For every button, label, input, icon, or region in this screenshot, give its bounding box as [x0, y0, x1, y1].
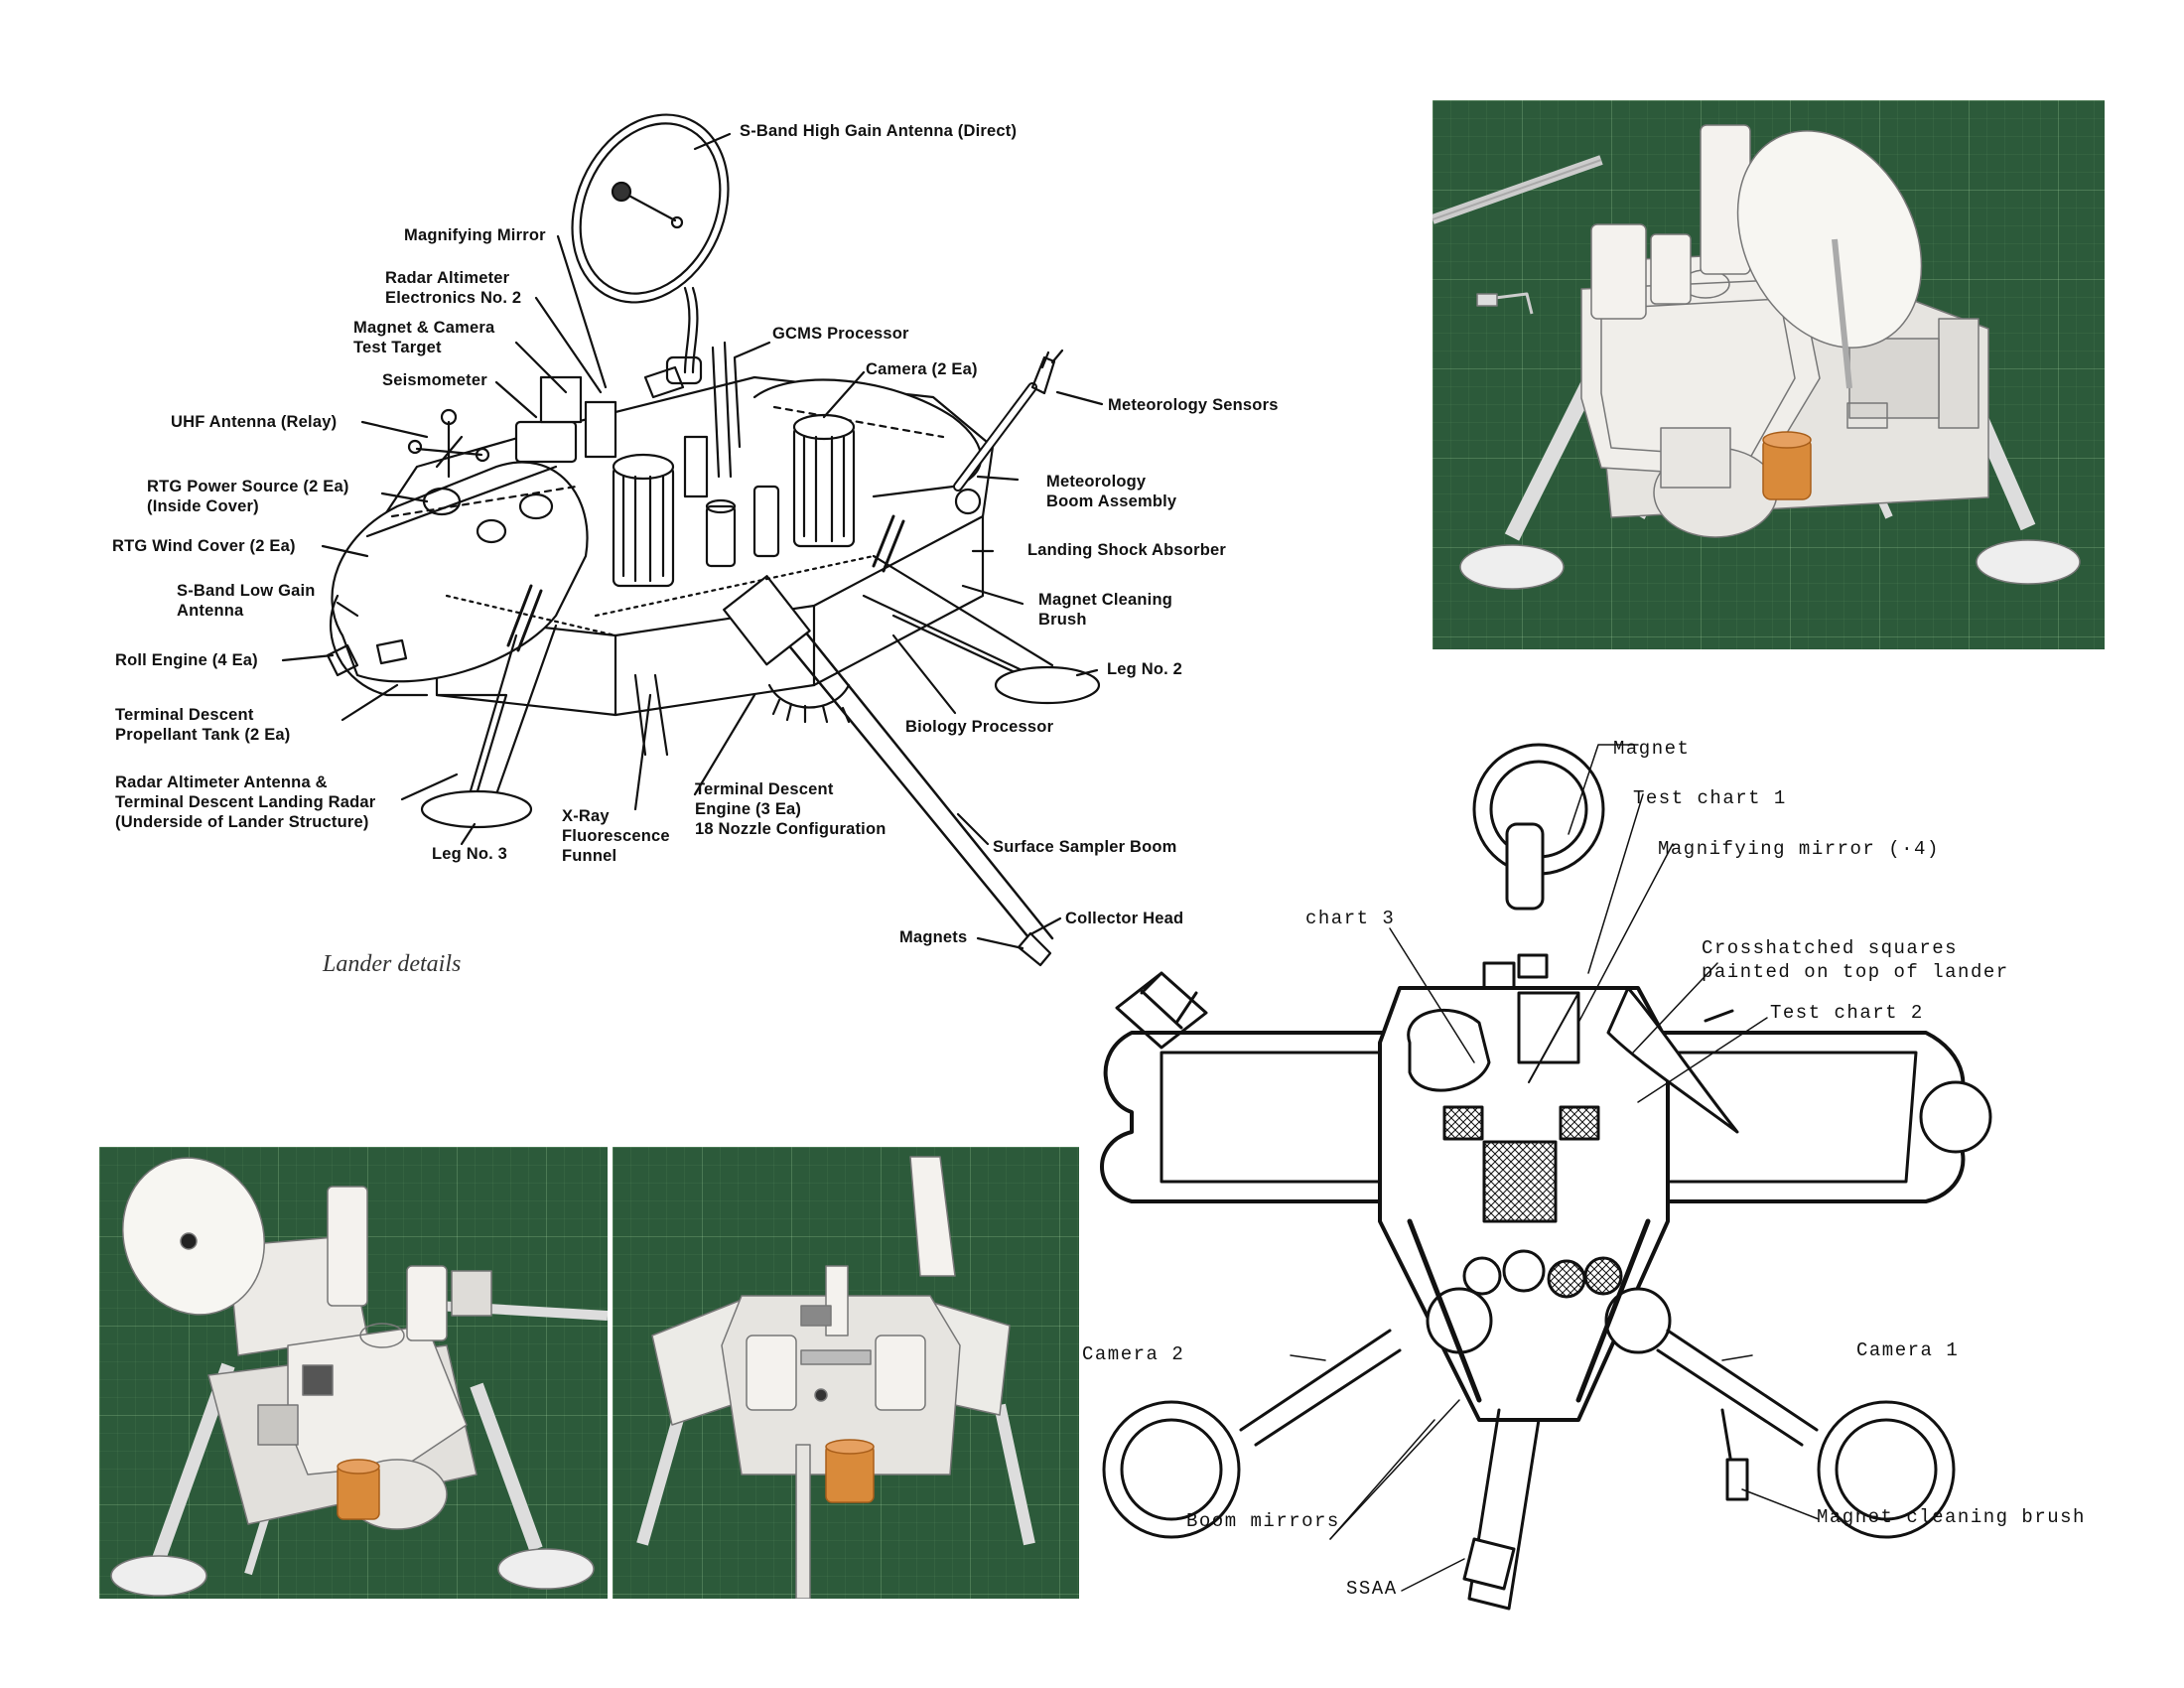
label-camera-1: Camera 1 [1856, 1339, 1960, 1361]
label-s-band-low-gain: S-Band Low Gain Antenna [177, 582, 316, 620]
label-landing-shock-absorber: Landing Shock Absorber [1027, 541, 1226, 559]
label-magnet-cleaning-brush: Magnet Cleaning Brush [1038, 591, 1173, 629]
lander-details-diagram: S-Band High Gain Antenna (Direct) Magnif… [0, 0, 1390, 993]
label-terminal-descent-engine: Terminal Descent Engine (3 Ea) 18 Nozzle… [695, 780, 887, 838]
label-chart-3: chart 3 [1305, 908, 1396, 929]
label-test-chart-2: Test chart 2 [1770, 1002, 1924, 1024]
label-magnifying-mirror-top: Magnifying mirror (·4) [1658, 838, 1940, 860]
label-gcms-processor: GCMS Processor [772, 325, 909, 343]
figure-caption: Lander details [323, 951, 462, 977]
model-photo-oblique-drawing [110, 1157, 608, 1597]
label-magnet-cleaning-brush-top: Magnet cleaning brush [1817, 1506, 2086, 1528]
label-leg-no-2: Leg No. 2 [1107, 660, 1183, 678]
lander-drawing [281, 113, 1104, 967]
label-radar-altimeter-antenna: Radar Altimeter Antenna & Terminal Desce… [115, 774, 376, 831]
label-ssaa: SSAA [1346, 1578, 1398, 1600]
label-crosshatched: Crosshatched squares painted on top of l… [1702, 937, 2009, 983]
label-s-band-high-gain: S-Band High Gain Antenna (Direct) [740, 122, 1018, 140]
label-boom-mirrors: Boom mirrors [1186, 1510, 1340, 1532]
label-uhf-antenna: UHF Antenna (Relay) [171, 413, 338, 431]
label-magnet: Magnet [1613, 738, 1691, 760]
label-surface-sampler-boom: Surface Sampler Boom [993, 838, 1177, 856]
label-rtg-wind-cover: RTG Wind Cover (2 Ea) [112, 537, 296, 555]
top-view-drawing [1100, 743, 1992, 1611]
label-magnet-camera-target: Magnet & Camera Test Target [353, 319, 495, 356]
label-biology-processor: Biology Processor [905, 718, 1054, 736]
label-camera-2: Camera 2 [1082, 1343, 1185, 1365]
label-leg-no-3: Leg No. 3 [432, 845, 508, 863]
label-rtg-power-source: RTG Power Source (2 Ea) (Inside Cover) [147, 478, 349, 515]
label-camera: Camera (2 Ea) [866, 360, 978, 378]
label-terminal-descent-tank: Terminal Descent Propellant Tank (2 Ea) [115, 706, 291, 744]
label-xray-funnel: X-Ray Fluorescence Funnel [562, 807, 670, 865]
label-radar-altimeter-electronics: Radar Altimeter Electronics No. 2 [385, 269, 522, 307]
model-photo-front [1433, 100, 2105, 649]
label-magnets: Magnets [899, 928, 968, 946]
top-view-diagram: Magnet Test chart 1 Magnifying mirror (·… [1082, 725, 2184, 1638]
label-seismometer: Seismometer [382, 371, 487, 389]
label-magnifying-mirror: Magnifying Mirror [404, 226, 546, 244]
label-meteorology-boom: Meteorology Boom Assembly [1046, 473, 1177, 510]
model-photo-oblique [99, 1147, 608, 1599]
label-collector-head: Collector Head [1065, 910, 1184, 927]
label-test-chart-1: Test chart 1 [1633, 787, 1787, 809]
model-photo-rear-drawing [636, 1156, 1035, 1599]
label-roll-engine: Roll Engine (4 Ea) [115, 651, 258, 669]
model-photo-rear [613, 1147, 1079, 1599]
model-photo-front-drawing [1433, 124, 2081, 590]
label-meteorology-sensors: Meteorology Sensors [1108, 396, 1279, 414]
